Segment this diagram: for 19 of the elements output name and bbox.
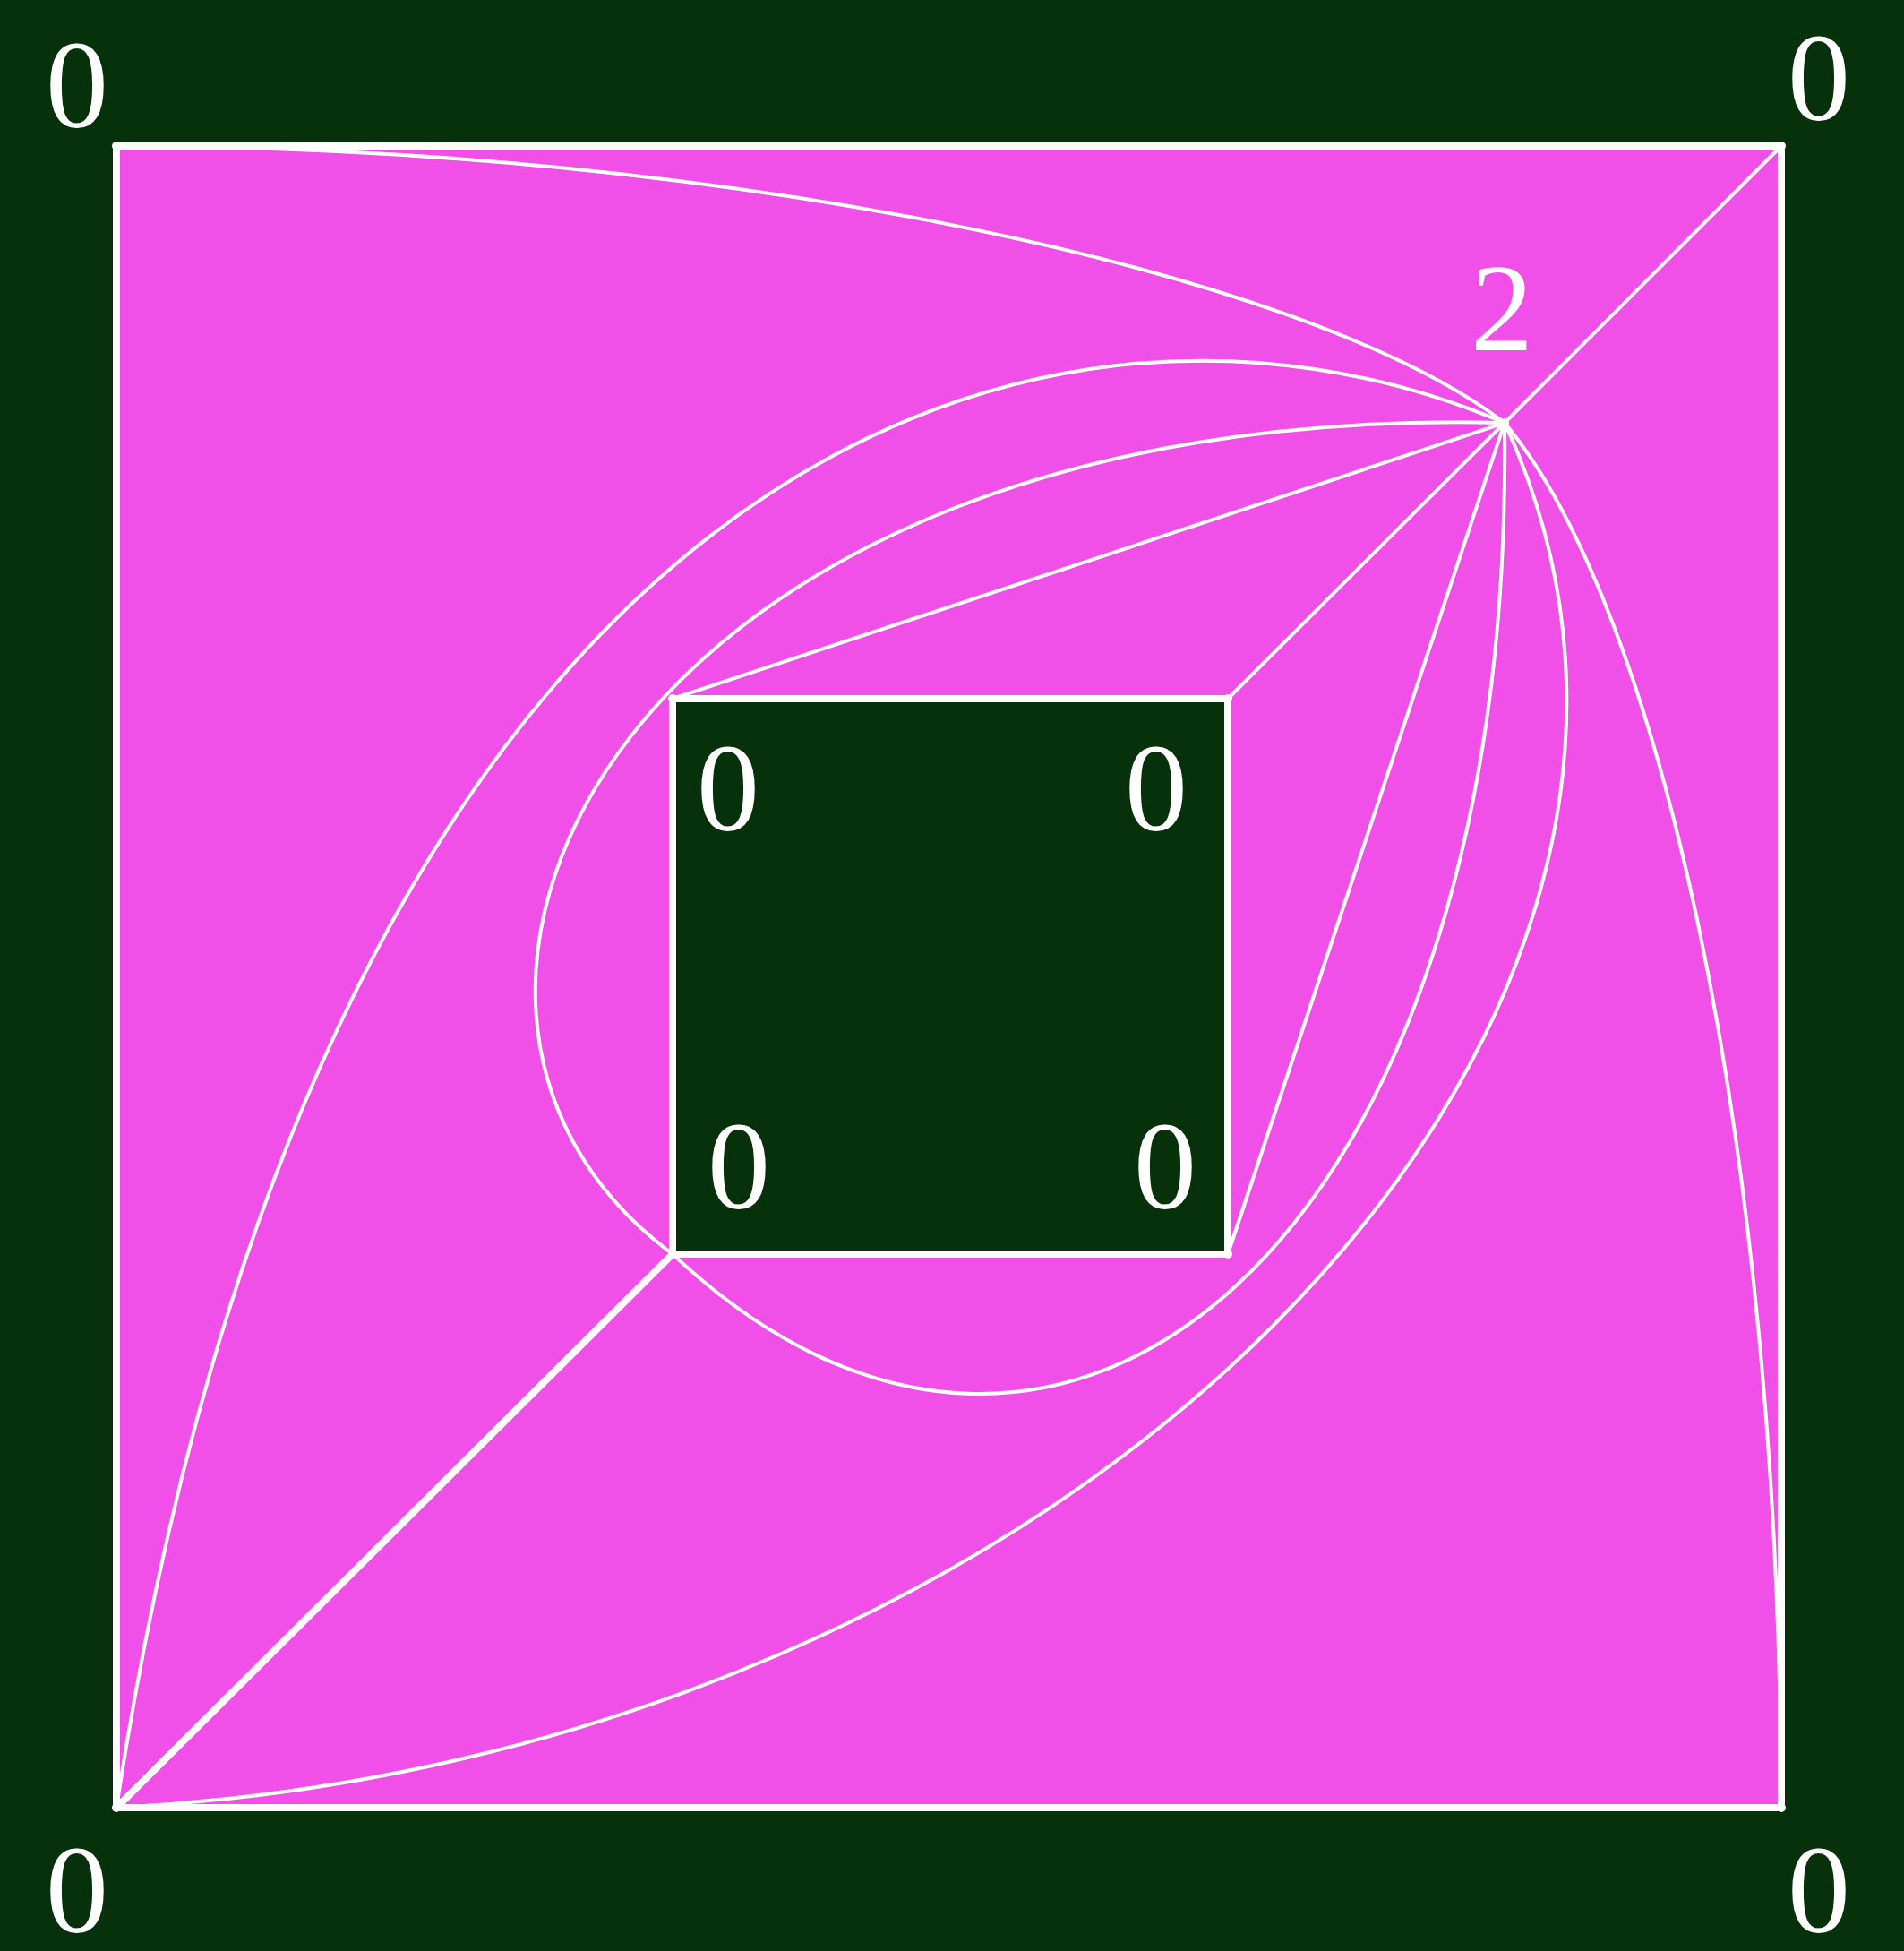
graph-edge <box>673 695 1227 702</box>
vertex-label: 0 <box>1125 732 1188 845</box>
graph-edge <box>673 425 1507 1396</box>
graph-edge <box>117 1804 1780 1811</box>
vertex-label: 2 <box>1471 252 1533 365</box>
graph-edge <box>669 700 676 1253</box>
vertex-label: 0 <box>1788 1834 1850 1947</box>
graph-edge <box>534 420 1502 1253</box>
vertex-label: 0 <box>697 732 759 845</box>
vertex-label: 0 <box>46 1834 108 1947</box>
graph-edge <box>113 147 120 1807</box>
vertex-label: 0 <box>1134 1110 1196 1223</box>
graph-edge <box>1224 700 1231 1253</box>
vertex-label: 0 <box>46 29 108 142</box>
vertex-label: 0 <box>1788 21 1850 134</box>
graph-edge <box>1505 147 1780 422</box>
vertex-label: 0 <box>708 1110 770 1223</box>
graph-edge <box>1778 147 1785 1807</box>
graph-edge <box>1229 424 1504 698</box>
